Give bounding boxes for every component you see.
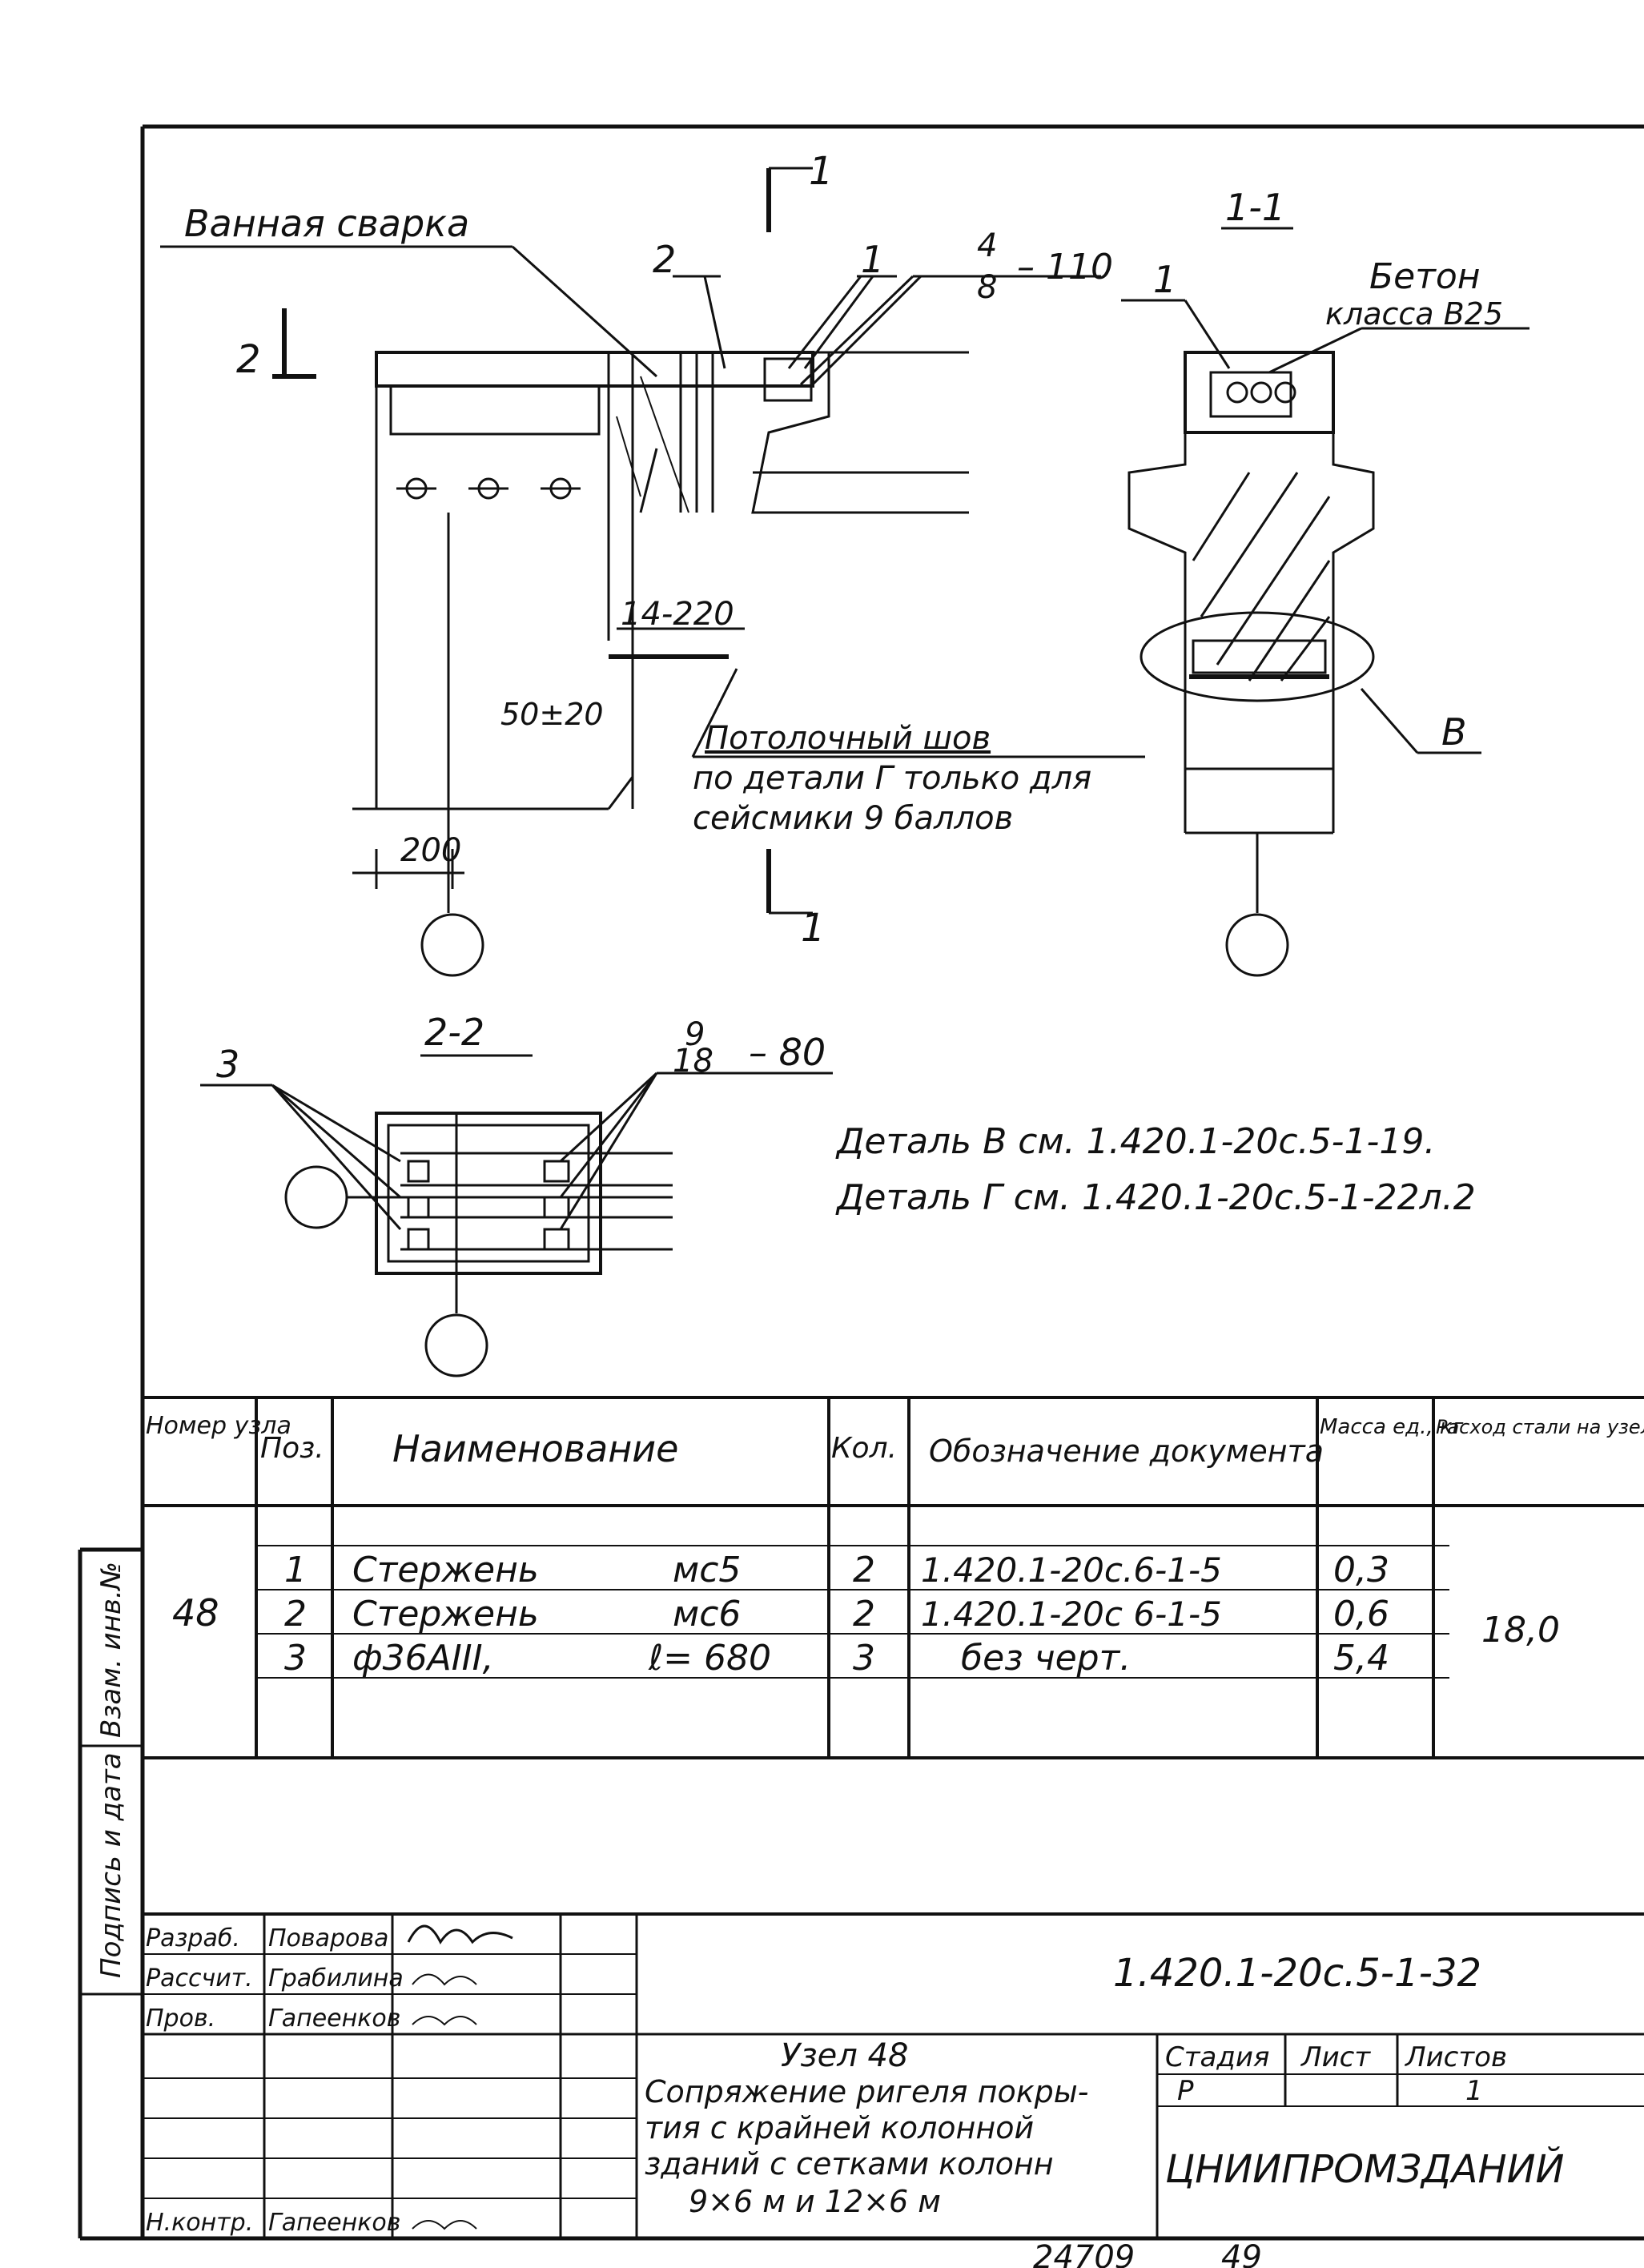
inventory-number: 24709 <box>1033 2239 1135 2268</box>
side-stamp-replaced-inv: Взам. инв.№ <box>95 1562 127 1738</box>
callout-pos-2: 2 <box>653 238 676 281</box>
dim-200: 200 <box>400 832 461 869</box>
row-qty: 3 <box>853 1638 875 1679</box>
section-1-1-title: 1-1 <box>1225 186 1285 229</box>
name-developer: Поварова <box>268 1924 388 1952</box>
section-mark-2: 2 <box>236 337 261 382</box>
name-checker: Гапеенков <box>268 2005 400 2033</box>
callout-918-den: 18 <box>673 1043 713 1080</box>
row-name: ф36АIII, <box>352 1638 494 1679</box>
callout-48-den: 8 <box>977 269 997 306</box>
section-mark-bottom: 1 <box>801 906 826 951</box>
section-2-2-view <box>200 1054 833 1377</box>
side-stamp-signature-date: Подпись и дата <box>95 1752 127 1978</box>
signature <box>412 2220 477 2230</box>
row-pos: 1 <box>284 1550 307 1590</box>
concrete-class-label: класса В25 <box>1325 296 1503 332</box>
weld-label: Ванная сварка <box>184 202 469 245</box>
signature <box>412 1973 477 1986</box>
row-mass: 0,6 <box>1333 1594 1389 1635</box>
callout-48-num: 4 <box>977 227 997 264</box>
title-line-1: Узел 48 <box>781 2037 908 2074</box>
row-doc: 1.420.1-20с.6-1-5 <box>921 1550 1222 1590</box>
title-block: Разраб. Рассчит. Пров. Н.контр. Поварова… <box>146 1924 1564 2237</box>
callout-48-len: – 110 <box>1017 247 1113 288</box>
row-mass: 5,4 <box>1333 1638 1389 1679</box>
steel-total: 18,0 <box>1481 1610 1560 1651</box>
title-line-4: зданий с сетками колонн <box>645 2146 1054 2182</box>
spec-table-grid <box>143 1396 1644 1916</box>
col-header-doc: Обозначение документа <box>929 1434 1324 1469</box>
organization-name: ЦНИИПРОМЗДАНИЙ <box>1165 2146 1564 2192</box>
row-pos: 2 <box>284 1594 307 1635</box>
ceiling-weld-line2: по детали Г только для <box>693 760 1091 797</box>
section-2-2-title: 2-2 <box>424 1011 484 1054</box>
row-mark: мс6 <box>673 1594 741 1635</box>
sheet-frame <box>78 124 1644 2241</box>
callout-14-220: 14-220 <box>621 596 734 633</box>
row-mark: ℓ= 680 <box>648 1638 771 1679</box>
title-line-5: 9×6 м и 12×6 м <box>689 2184 941 2219</box>
col-header-steel: Расход стали на узел, кг <box>1436 1416 1644 1438</box>
callout-918-len: – 80 <box>749 1031 826 1074</box>
side-stamp: Взам. инв.№ Подпись и дата <box>95 1562 127 1978</box>
signature <box>407 1924 513 1944</box>
row-pos: 3 <box>284 1638 307 1679</box>
title-line-3: тия с крайней колонной <box>645 2110 1034 2145</box>
col-header-mass: Масса ед., кг <box>1320 1415 1464 1439</box>
row-doc: без черт. <box>961 1638 1131 1679</box>
document-code: 1.420.1-20с.5-1-32 <box>1113 1951 1481 1996</box>
detail-b-label: В <box>1441 710 1467 754</box>
note-detail-g: Деталь Г см. 1.420.1-20с.5-1-22л.2 <box>835 1177 1476 1218</box>
node-number: 48 <box>172 1591 219 1635</box>
name-norm-control: Гапеенков <box>268 2209 400 2237</box>
ceiling-weld-line1: Потолочный шов <box>705 720 991 757</box>
row-mark: мс5 <box>673 1550 741 1590</box>
stage-header: Стадия <box>1165 2041 1269 2073</box>
sheet-header: Лист <box>1300 2041 1371 2073</box>
role-norm-control: Н.контр. <box>146 2209 253 2237</box>
table-row: 1 Стержень мс5 2 1.420.1-20с.6-1-5 0,3 <box>284 1550 1389 1590</box>
table-row: 2 Стержень мс6 2 1.420.1-20с 6-1-5 0,6 <box>284 1594 1389 1635</box>
name-calculator: Грабилина <box>268 1964 404 1993</box>
role-developer: Разраб. <box>146 1924 240 1952</box>
col-header-pos: Поз. <box>260 1432 324 1465</box>
col-header-qty: Кол. <box>831 1432 897 1465</box>
spec-table: Номер узла Поз. Наименование Кол. Обозна… <box>146 1412 1644 1679</box>
callout-918-num: 9 <box>685 1016 705 1053</box>
sheets-value: 1 <box>1465 2075 1483 2107</box>
sheets-header: Листов <box>1404 2041 1507 2073</box>
ceiling-weld-line3: сейсмики 9 баллов <box>693 800 1013 837</box>
col-header-node: Номер узла <box>146 1412 291 1440</box>
row-name: Стержень <box>352 1594 539 1635</box>
callout-pos-1: 1 <box>861 238 884 281</box>
footer: 24709 49 <box>1033 2239 1262 2268</box>
drawing-labels: 1 1 2 Ванная сварка 2 1 4 8 – 110 1-1 1 … <box>184 149 1503 1218</box>
stage-value: Р <box>1177 2075 1194 2107</box>
dim-50-20: 50±20 <box>500 697 604 732</box>
row-qty: 2 <box>853 1594 875 1635</box>
signature <box>412 2016 477 2026</box>
row-doc: 1.420.1-20с 6-1-5 <box>921 1594 1222 1634</box>
row-mass: 0,3 <box>1333 1550 1389 1590</box>
concrete-label: Бетон <box>1369 256 1481 297</box>
table-row: 3 ф36АIII, ℓ= 680 3 без черт. 5,4 <box>284 1638 1389 1679</box>
page-number: 49 <box>1221 2239 1262 2268</box>
role-calculator: Рассчит. <box>146 1964 253 1993</box>
title-block-grid <box>80 1744 1644 2238</box>
section-mark-top: 1 <box>809 149 834 194</box>
row-name: Стержень <box>352 1550 539 1590</box>
title-line-2: Сопряжение ригеля покры- <box>645 2074 1089 2109</box>
col-header-name: Наименование <box>392 1427 678 1470</box>
callout-1-right: 1 <box>1153 258 1176 301</box>
elevation-view <box>160 167 1145 977</box>
role-checker: Пров. <box>146 2005 215 2033</box>
row-qty: 2 <box>853 1550 875 1590</box>
section-1-1-view <box>1121 227 1529 977</box>
note-detail-b: Деталь В см. 1.420.1-20с.5-1-19. <box>835 1121 1435 1162</box>
callout-pos-3: 3 <box>216 1043 239 1086</box>
